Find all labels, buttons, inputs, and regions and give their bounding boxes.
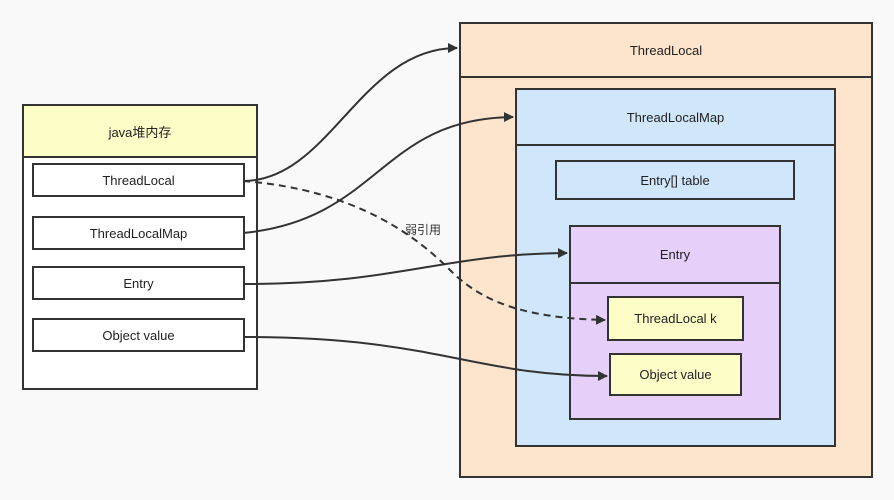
java-heap-header: java堆内存 (24, 106, 256, 158)
entry-key-label: ThreadLocal k (634, 311, 717, 326)
arrow-threadlocal-to-threadlocal (242, 43, 458, 182)
heap-item-object-value[interactable]: Object value (32, 318, 245, 352)
threadlocalmap-title: ThreadLocalMap (626, 109, 725, 125)
heap-item-threadlocalmap[interactable]: ThreadLocalMap (32, 216, 245, 250)
arrow-threadlocalmap-to-map (242, 112, 514, 234)
entry-key-box[interactable]: ThreadLocal k (607, 296, 744, 341)
threadlocal-header: ThreadLocal (461, 24, 871, 78)
arrow-weak-reference (242, 180, 606, 325)
heap-item-threadlocal-label: ThreadLocal (102, 172, 175, 188)
java-heap-panel: java堆内存 ThreadLocal ThreadLocalMap Entry… (22, 104, 258, 390)
entry-value-label: Object value (639, 367, 712, 382)
entry-table-box[interactable]: Entry[] table (555, 160, 795, 200)
heap-item-entry-label: Entry (123, 275, 154, 291)
java-heap-title: java堆内存 (108, 124, 172, 140)
heap-item-threadlocal[interactable]: ThreadLocal (32, 163, 245, 197)
entry-title: Entry (659, 247, 691, 262)
arrow-entry-to-entry (242, 248, 568, 285)
heap-item-entry[interactable]: Entry (32, 266, 245, 300)
entry-table-label: Entry[] table (640, 172, 710, 188)
heap-item-threadlocalmap-label: ThreadLocalMap (89, 225, 188, 241)
arrow-value-to-value (242, 336, 608, 381)
threadlocalmap-header: ThreadLocalMap (517, 90, 834, 146)
entry-value-box[interactable]: Object value (609, 353, 742, 396)
heap-item-object-value-label: Object value (102, 327, 175, 343)
entry-header: Entry (571, 227, 779, 284)
threadlocal-title: ThreadLocal (629, 42, 703, 58)
weak-reference-label: 弱引用 (405, 223, 442, 237)
